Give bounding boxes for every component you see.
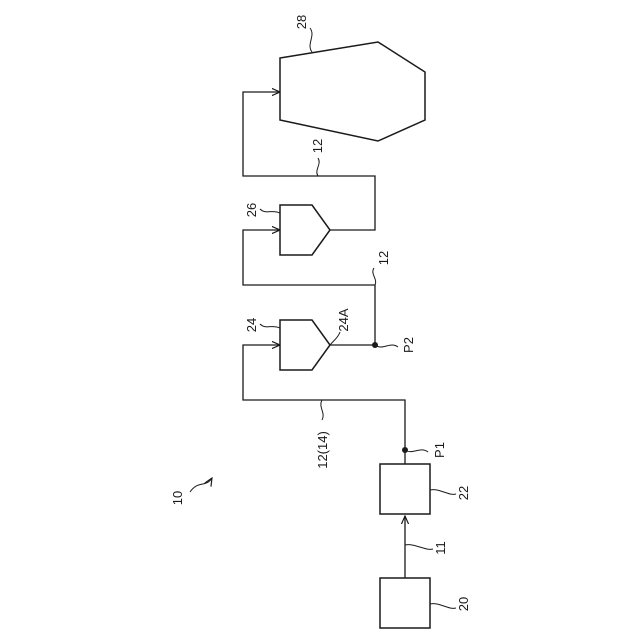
unit-22-leader (430, 490, 456, 495)
unit-28-label: 28 (294, 15, 309, 29)
unit-24a-leader (330, 332, 340, 345)
point-p2-leader (375, 345, 398, 347)
line-12-top-label: 12 (310, 139, 325, 153)
system-10-label: 10 (170, 491, 185, 505)
line-12-14-leader (321, 400, 323, 420)
unit-24-label: 24 (244, 318, 259, 332)
unit-28-leader (310, 28, 312, 52)
point-p1-leader (405, 450, 428, 452)
line-12-mid-leader (373, 268, 376, 285)
system-10-leader (190, 478, 212, 492)
line-12-mid-label: 12 (376, 251, 391, 265)
pipe-11-leader (405, 545, 433, 550)
unit-28-shape (280, 42, 425, 141)
unit-24-shape (280, 320, 330, 370)
line-12-top-leader (317, 158, 319, 176)
pipe-11-label: 11 (433, 541, 448, 555)
unit-20-label: 20 (456, 597, 471, 611)
unit-22-label: 22 (456, 486, 471, 500)
unit-26-leader (260, 209, 280, 213)
point-p1-label: P1 (432, 442, 447, 458)
unit-26-shape (280, 205, 330, 255)
unit-26-label: 26 (244, 203, 259, 217)
point-p2-label: P2 (401, 337, 416, 353)
unit-22-box (380, 464, 430, 514)
line-12-14-label: 12(14) (315, 431, 330, 469)
unit-24-leader (260, 324, 280, 328)
unit-20-box (380, 578, 430, 628)
unit-24a-label: 24A (336, 308, 351, 331)
unit-20-leader (430, 604, 456, 609)
